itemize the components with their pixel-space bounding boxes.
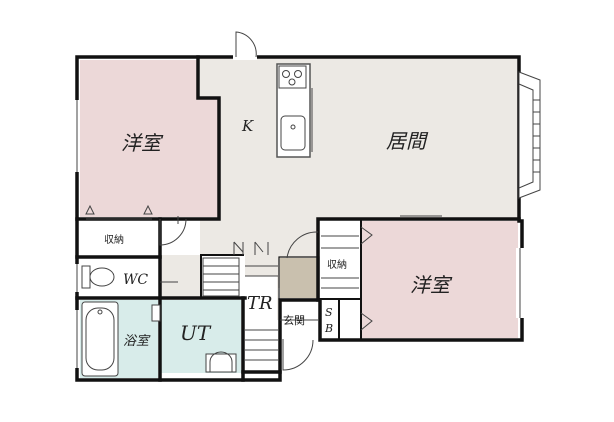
bathtub-icon	[81, 301, 119, 377]
washbasin-icon	[151, 304, 161, 322]
label-storage-left: 収納	[104, 233, 124, 246]
stair-box-wall	[200, 254, 244, 299]
door-corridor	[286, 231, 319, 259]
toilet-icon	[81, 265, 115, 289]
bedroom-left-wall	[75, 55, 221, 221]
label-wc: WC	[123, 272, 148, 288]
label-ut: UT	[180, 321, 212, 345]
labels: 洋室 K 居間 収納 WC 浴室 UT TR 収納 洋室 玄関 S B	[104, 117, 453, 349]
top-door	[233, 30, 257, 60]
sink-icon	[280, 115, 306, 151]
door-folding-stair	[233, 242, 269, 255]
living-floor	[160, 58, 519, 320]
label-tr: TR	[247, 293, 273, 314]
label-entrance: 玄関	[283, 313, 305, 327]
label-living: 居間	[386, 129, 429, 153]
storage-left-floor	[80, 221, 158, 256]
label-bath: 浴室	[123, 333, 151, 349]
windows	[74, 30, 541, 368]
label-kitchen: K	[241, 117, 254, 135]
sb-floor	[321, 300, 339, 338]
window-left-bedroom	[74, 100, 80, 172]
door-storage-right	[360, 226, 373, 331]
door-entrance	[282, 339, 314, 371]
label-sb-b: B	[324, 322, 333, 335]
label-bedroom-left: 洋室	[121, 131, 164, 155]
washing-machine-icon	[205, 351, 237, 373]
window-bath	[74, 310, 80, 368]
label-bedroom-right: 洋室	[410, 273, 453, 297]
stove-icon	[278, 65, 307, 89]
storage-right-floor	[321, 221, 359, 297]
bedroom-left-floor	[80, 60, 219, 217]
steps	[202, 235, 359, 361]
tr-floor	[245, 276, 277, 376]
doors	[85, 88, 442, 371]
label-sb-s: S	[325, 306, 333, 319]
entrance-box	[278, 256, 320, 300]
window-right-bedroom	[516, 248, 524, 318]
bedroom-right-wall	[316, 217, 521, 302]
bedroom-right-floor	[362, 221, 518, 338]
entrance-floor	[280, 258, 318, 298]
window-wc	[74, 264, 80, 292]
bay-window-living	[518, 71, 541, 199]
label-storage-right: 収納	[327, 258, 347, 271]
door-bedroom-left	[159, 218, 187, 246]
